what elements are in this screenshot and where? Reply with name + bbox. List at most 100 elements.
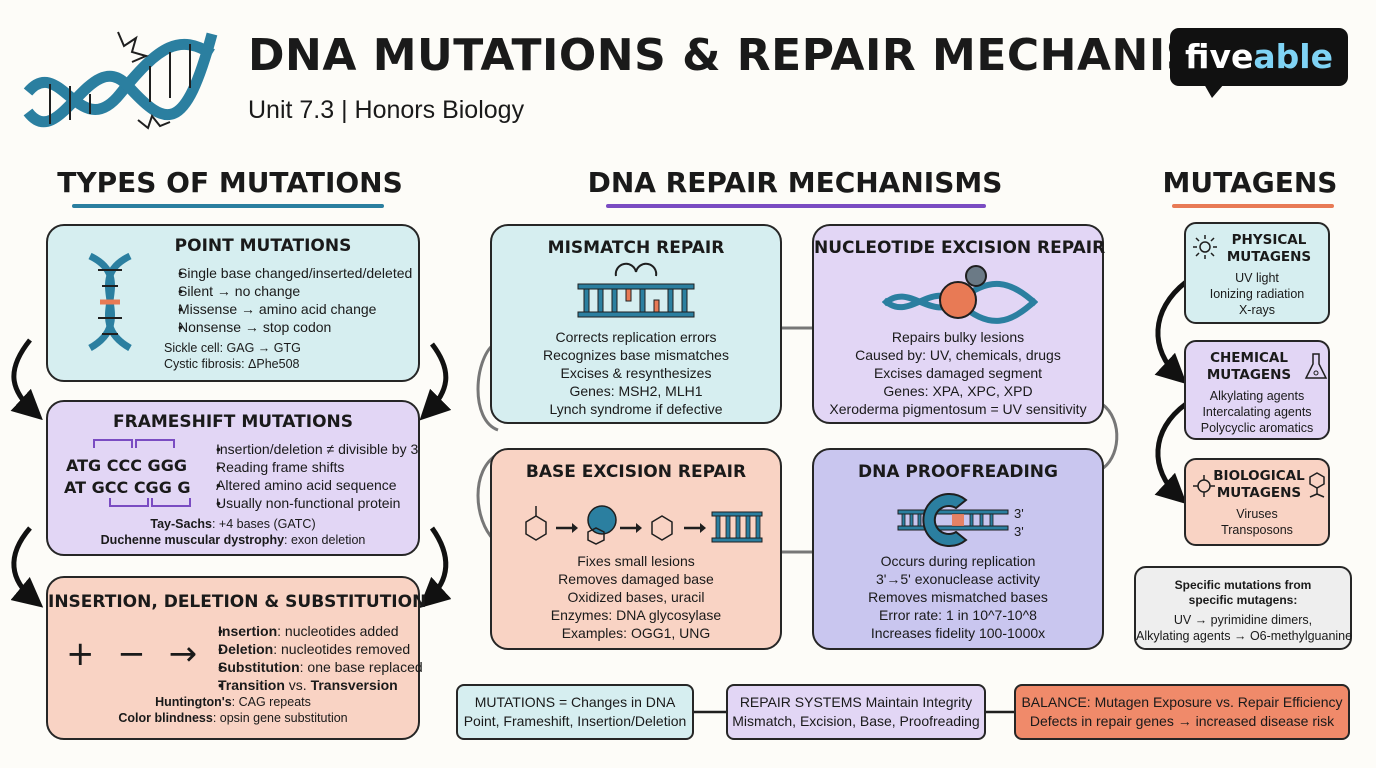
mismatch-line: Excises & resynthesizes <box>560 365 712 381</box>
frameshift-title: FRAMESHIFT MUTATIONS <box>113 412 353 432</box>
ner-title: NUCLEOTIDE EXCISION REPAIR <box>814 238 1106 258</box>
frameshift-note-2: Duchenne muscular dystrophy: exon deleti… <box>100 533 366 547</box>
mismatch-line: Recognizes base mismatches <box>543 347 729 363</box>
chemical-item: Polycyclic aromatics <box>1200 421 1314 435</box>
indel-notes: Huntington's: CAG repeats Color blindnes… <box>48 694 418 726</box>
proofreading-title: DNA PROOFREADING <box>858 462 1058 482</box>
summary-balance-sub: Defects in repair genes → increased dise… <box>1029 713 1335 729</box>
types-underline <box>72 204 384 208</box>
specific-line: Alkylating agents → O6-methylguanine <box>1136 629 1353 643</box>
physical-mutagens-card: PHYSICAL MUTAGENS UV light Ionizing radi… <box>1184 222 1330 324</box>
point-mutations-card: POINT MUTATIONS Single base changed/inse… <box>46 224 420 382</box>
bacteriophage-icon <box>1309 472 1325 498</box>
excision-enzyme-icon <box>881 265 1039 324</box>
biological-item: Transposons <box>1221 523 1293 537</box>
point-bullet: Nonsense → stop codon <box>178 318 412 336</box>
summary-mutations-sub: Point, Frameshift, Insertion/Deletion <box>463 713 687 729</box>
mutagens-underline <box>1172 204 1334 208</box>
page-subtitle: Unit 7.3 | Honors Biology <box>248 96 525 124</box>
proof-line: Removes mismatched bases <box>868 589 1048 605</box>
mismatch-line: Corrects replication errors <box>555 329 717 345</box>
physical-title: PHYSICAL MUTAGENS <box>1226 232 1312 265</box>
biological-title: BIOLOGICAL MUTAGENS <box>1213 468 1305 501</box>
ner-line: Repairs bulky lesions <box>891 329 1025 345</box>
polymerase-icon <box>897 493 1009 547</box>
proof-line: Error rate: 1 in 10^7-10^8 <box>879 607 1037 623</box>
summary-mutations-title: MUTATIONS = Changes in DNA <box>474 694 676 710</box>
summary-repair-title: REPAIR SYSTEMS Maintain Integrity <box>739 694 973 710</box>
logo-text-white: five <box>1185 37 1254 76</box>
proof-line: Increases fidelity 100-1000x <box>870 625 1046 641</box>
glycosylase-pathway-icon <box>525 505 763 545</box>
section-heading-mutagens: MUTAGENS <box>1162 166 1338 199</box>
specific-line: UV → pyrimidine dimers, <box>1173 613 1313 627</box>
physical-item: Ionizing radiation <box>1209 287 1305 301</box>
sun-icon <box>1193 235 1217 259</box>
summary-mutations: MUTATIONS = Changes in DNA Point, Frames… <box>456 684 694 740</box>
frameshift-seq-original: ATG CCC GGG <box>66 456 187 475</box>
summary-repair: REPAIR SYSTEMS Maintain Integrity Mismat… <box>726 684 986 740</box>
indel-note-2: Color blindness: opsin gene substitution <box>118 711 348 725</box>
summary-balance: BALANCE: Mutagen Exposure vs. Repair Eff… <box>1014 684 1350 740</box>
ner-line: Genes: XPA, XPC, XPD <box>883 383 1033 399</box>
virus-icon <box>1193 475 1215 497</box>
frameshift-seq-shifted: AT GCC CGG G <box>64 478 191 497</box>
indel-note-1: Huntington's: CAG repeats <box>155 695 311 709</box>
proof-line: 3'→5' exonuclease activity <box>875 571 1041 587</box>
dna-helix-broken-icon <box>23 31 218 130</box>
summary-balance-title: BALANCE: Mutagen Exposure vs. Repair Eff… <box>1021 694 1343 710</box>
point-note: Cystic fibrosis: ΔPhe508 <box>164 357 300 371</box>
dna-ladder-mismatch-icon <box>577 262 695 318</box>
summary-repair-sub: Mismatch, Excision, Base, Proofreading <box>732 713 980 729</box>
indel-bullet: Deletion: nucleotides removed <box>218 640 423 658</box>
ber-line: Examples: OGG1, UNG <box>561 625 711 641</box>
biological-mutagens-card: BIOLOGICAL MUTAGENS Viruses Transposons <box>1184 458 1330 546</box>
physical-item: UV light <box>1235 271 1279 285</box>
repair-underline <box>606 204 986 208</box>
biological-items: Viruses Transposons <box>1186 506 1328 538</box>
ner-line: Excises damaged segment <box>873 365 1043 381</box>
chemical-item: Alkylating agents <box>1209 389 1305 403</box>
reading-frame-brackets <box>93 439 191 507</box>
biological-item: Viruses <box>1236 507 1278 521</box>
point-bullets: Single base changed/inserted/deleted Sil… <box>164 264 412 336</box>
frameshift-bullet: Usually non-functional protein <box>216 494 418 512</box>
proofreading-card: DNA PROOFREADING 3' 3' Occurs during rep… <box>812 448 1104 650</box>
indel-card: INSERTION, DELETION & SUBSTITUTION + − →… <box>46 576 426 740</box>
frameshift-notes: Tay-Sachs: +4 bases (GATC) Duchenne musc… <box>48 516 418 548</box>
mismatch-repair-title: MISMATCH REPAIR <box>547 238 725 258</box>
frameshift-bullets: Insertion/deletion ≠ divisible by 3 Read… <box>202 440 418 512</box>
proof-line: Occurs during replication <box>880 553 1036 569</box>
ber-line: Fixes small lesions <box>577 553 695 569</box>
frameshift-bullet: Insertion/deletion ≠ divisible by 3 <box>216 440 418 458</box>
point-bullet: Missense → amino acid change <box>178 300 412 318</box>
frameshift-note-1: Tay-Sachs: +4 bases (GATC) <box>150 517 316 531</box>
mismatch-lines: Corrects replication errors Recognizes b… <box>492 328 780 418</box>
physical-items: UV light Ionizing radiation X-rays <box>1186 270 1328 318</box>
section-heading-types: TYPES OF MUTATIONS <box>57 166 403 199</box>
ner-card: NUCLEOTIDE EXCISION REPAIR Repairs bulky… <box>812 224 1106 424</box>
ber-lines: Fixes small lesions Removes damaged base… <box>492 552 780 642</box>
proof-end-top: 3' <box>1014 506 1024 521</box>
ner-lines: Repairs bulky lesions Caused by: UV, che… <box>814 328 1102 418</box>
specific-mutations-card: Specific mutations from specific mutagen… <box>1134 566 1352 650</box>
ber-card: BASE EXCISION REPAIR Fixes small lesions… <box>490 448 782 650</box>
section-heading-repair: DNA REPAIR MECHANISMS <box>587 166 1003 199</box>
point-notes: Sickle cell: GAG → GTG Cystic fibrosis: … <box>164 340 301 372</box>
mismatch-line: Lynch syndrome if defective <box>549 401 723 417</box>
ner-line: Caused by: UV, chemicals, drugs <box>855 347 1061 363</box>
ber-line: Enzymes: DNA glycosylase <box>550 607 722 623</box>
point-bullet: Single base changed/inserted/deleted <box>178 264 412 282</box>
fiveable-logo[interactable]: fiveable <box>1170 28 1348 86</box>
logo-text-blue: able <box>1253 37 1333 76</box>
ber-line: Oxidized bases, uracil <box>567 589 705 605</box>
ber-title: BASE EXCISION REPAIR <box>525 462 747 482</box>
indel-bullets: Insertion: nucleotides added Deletion: n… <box>204 622 423 694</box>
chemical-title: CHEMICAL MUTAGENS <box>1206 350 1292 383</box>
chemical-mutagens-card: CHEMICAL MUTAGENS Alkylating agents Inte… <box>1184 340 1330 440</box>
indel-bullet: Transition vs. Transversion <box>218 676 423 694</box>
specific-lines: UV → pyrimidine dimers, Alkylating agent… <box>1136 612 1353 644</box>
mismatch-line: Genes: MSH2, MLH1 <box>569 383 703 399</box>
point-note: Sickle cell: GAG → GTG <box>164 341 301 355</box>
